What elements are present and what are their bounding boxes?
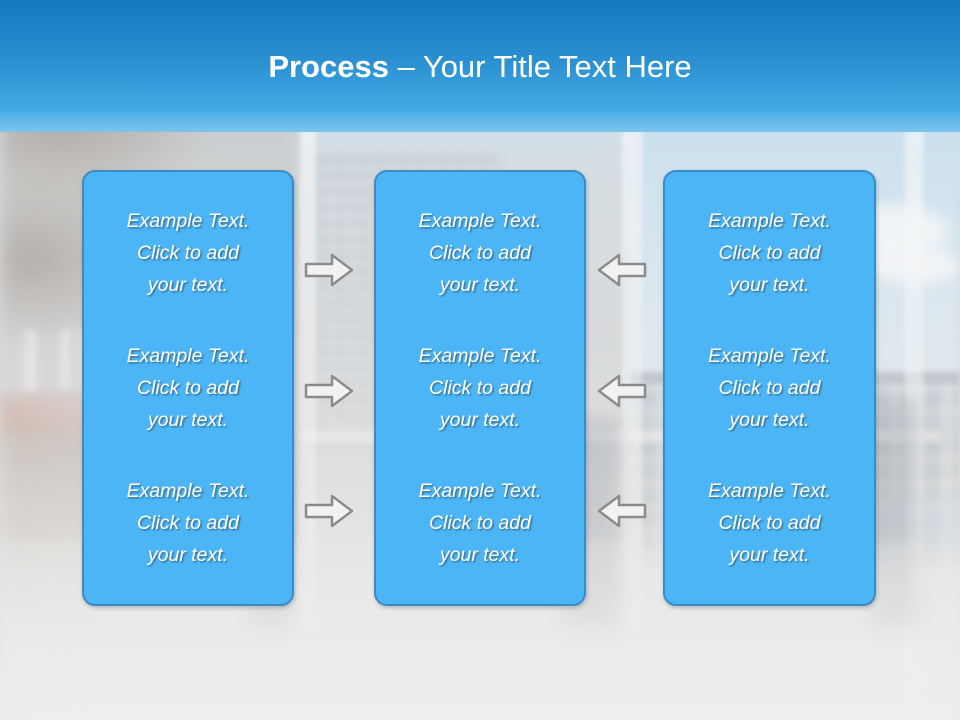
header-band xyxy=(0,0,960,132)
page-title: Process – Your Title Text Here xyxy=(0,48,960,86)
page-title-rest: – Your Title Text Here xyxy=(388,49,692,84)
process-text-block[interactable]: Example Text. Click to add your text. xyxy=(418,479,542,566)
process-text-block[interactable]: Example Text. Click to add your text. xyxy=(708,210,831,297)
process-text-block[interactable]: Example Text. Click to add your text. xyxy=(418,210,542,297)
process-text-block[interactable]: Example Text. Click to add your text. xyxy=(708,344,831,431)
arrow-left-icon[interactable] xyxy=(597,373,647,409)
arrow-left-icon[interactable] xyxy=(597,493,647,529)
process-text-block[interactable]: Example Text. Click to add your text. xyxy=(126,344,250,431)
process-text-block[interactable]: Example Text. Click to add your text. xyxy=(126,479,250,566)
arrow-left-icon[interactable] xyxy=(597,252,647,288)
process-text-block[interactable]: Example Text. Click to add your text. xyxy=(708,479,831,566)
arrow-right-icon[interactable] xyxy=(304,373,354,409)
process-column-3[interactable]: Example Text. Click to add your text. Ex… xyxy=(663,170,876,606)
process-column-2[interactable]: Example Text. Click to add your text. Ex… xyxy=(374,170,586,606)
arrow-right-icon[interactable] xyxy=(304,252,354,288)
process-column-1[interactable]: Example Text. Click to add your text. Ex… xyxy=(82,170,294,606)
process-text-block[interactable]: Example Text. Click to add your text. xyxy=(126,210,250,297)
arrow-right-icon[interactable] xyxy=(304,493,354,529)
process-text-block[interactable]: Example Text. Click to add your text. xyxy=(418,344,542,431)
page-title-bold: Process xyxy=(268,49,389,84)
